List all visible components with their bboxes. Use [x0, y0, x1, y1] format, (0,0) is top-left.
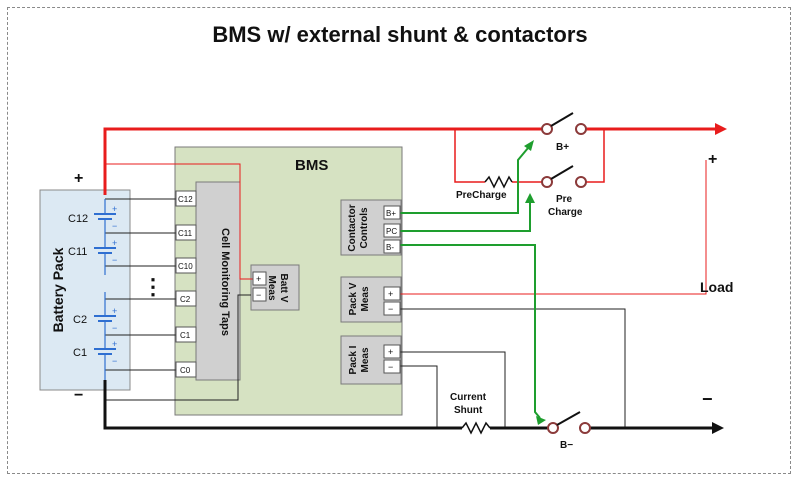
packi-plus-label: +: [388, 347, 393, 357]
load-label: Load: [700, 279, 733, 295]
negative-arrow: [712, 422, 724, 434]
precharge-contactor-label-1: Pre: [556, 194, 573, 205]
cell-monitoring-module: [195, 181, 241, 381]
svg-text:−: −: [112, 323, 117, 333]
svg-text:−: −: [112, 356, 117, 366]
bplus-pin-label: B+: [386, 209, 396, 218]
pc-control-arrow: [525, 193, 535, 203]
cell-label-c12: C12: [68, 213, 88, 225]
pc-pin-label: PC: [386, 227, 397, 236]
batt-v-minus-label: −: [256, 290, 261, 300]
tap-c10: C10: [178, 262, 193, 271]
pack-i-meas-label-1: Pack I: [348, 345, 359, 374]
batt-v-minus-pin: [252, 287, 267, 302]
precharge-contactor-label-2: Charge: [548, 207, 583, 218]
tap-c0: C0: [180, 366, 191, 375]
packv-plus-label: +: [388, 289, 393, 299]
precharge-resistor-label: PreCharge: [456, 190, 507, 201]
packi-plus-pin: [383, 344, 401, 359]
cell-monitoring-label: Cell Monitoring Taps: [219, 228, 231, 336]
negative-wiring: [103, 380, 462, 430]
batt-v-meas-label-2: Meas: [266, 275, 277, 300]
current-shunt-label-2: Shunt: [454, 405, 483, 416]
svg-text:+: +: [112, 339, 117, 349]
positive-wiring: [103, 123, 727, 295]
bminus-pin: [383, 239, 401, 254]
contactor-controls-label-1: Contactor: [347, 204, 358, 251]
pack-v-meas-label-2: Meas: [360, 286, 371, 311]
svg-text:+: +: [112, 238, 117, 248]
battery-minus-label: −: [74, 387, 83, 404]
tap-boxes: [175, 190, 197, 378]
cell-label-c1: C1: [73, 347, 87, 359]
contactor-controls-label-2: Controls: [359, 207, 370, 249]
cell-label-c2: C2: [73, 314, 87, 326]
packi-minus-label: −: [388, 362, 393, 372]
batt-v-meas-label-1: Batt V: [278, 274, 289, 303]
contactor-bminus: [547, 411, 591, 434]
svg-text:+: +: [112, 306, 117, 316]
current-shunt-label-1: Current: [450, 392, 487, 403]
diagram-title: BMS w/ external shunt & contactors: [212, 22, 588, 47]
packv-minus-pin: [383, 301, 401, 316]
batt-v-plus-pin: [252, 271, 267, 286]
batt-v-plus-label: +: [256, 274, 261, 284]
precharge-resistor: [484, 175, 513, 189]
contactor-bplus: [541, 112, 587, 135]
battery-pack-label: Battery Pack: [50, 247, 66, 332]
pack-v-meas-label-1: Pack V: [348, 282, 359, 315]
battery-ellipsis: ⋮: [142, 274, 164, 299]
bminus-control-arrow: [536, 416, 546, 425]
tap-c11: C11: [178, 229, 193, 238]
cell-polarity-marks: + − + − + − + −: [112, 204, 117, 366]
battery-pack: [39, 189, 131, 391]
battery-plus-label: +: [74, 170, 83, 187]
bplus-pin: [383, 205, 401, 220]
tap-c12: C12: [178, 195, 193, 204]
pc-pin: [383, 223, 401, 238]
tap-wires: [105, 198, 626, 428]
bminus-pin-label: B-: [386, 243, 394, 252]
current-shunt: [461, 421, 491, 435]
svg-text:+: +: [112, 204, 117, 214]
control-wiring: [384, 147, 541, 419]
diagram-frame: [7, 7, 791, 474]
contactor-precharge: [541, 165, 587, 188]
pack-i-meas-label-2: Meas: [360, 347, 371, 372]
bminus-contactor-label: B−: [560, 440, 573, 451]
cell-label-c11: C11: [68, 246, 87, 258]
packv-minus-label: −: [388, 304, 393, 314]
bplus-control-arrow: [524, 140, 534, 151]
tap-c2: C2: [180, 295, 191, 304]
load-plus-label: +: [708, 151, 717, 168]
bplus-contactor-label: B+: [556, 142, 569, 153]
load-minus-label: −: [702, 389, 713, 409]
tap-c1: C1: [180, 331, 191, 340]
svg-text:−: −: [112, 221, 117, 231]
bms-label: BMS: [295, 157, 328, 174]
packi-minus-pin: [383, 359, 401, 374]
svg-text:−: −: [112, 255, 117, 265]
packv-plus-pin: [383, 286, 401, 301]
